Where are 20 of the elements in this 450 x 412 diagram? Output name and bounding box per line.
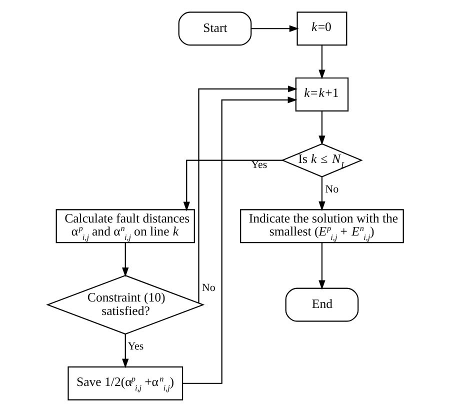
node-box: End: [284, 288, 358, 322]
arrow: [318, 45, 325, 80]
edge-label: Yes: [250, 159, 267, 172]
arrow: [318, 176, 325, 211]
arrow: [182, 160, 282, 212]
arrow: [318, 242, 325, 290]
arrow: [122, 242, 128, 278]
node-box: Indicate the solution with the smallest (E$^{p}$$_{i,j}$ + E$^{n}$$_{i,j}$): [240, 209, 404, 244]
node-box: Save 1/2(α$^{p}$$_{i,j}$ +α$^{n}$$_{i,j}$): [67, 366, 183, 400]
node-box: k=k+1: [294, 77, 348, 112]
node-box: Start: [178, 12, 252, 46]
edge-label: No: [324, 183, 338, 196]
arrow: [182, 96, 297, 384]
node-box: k=0: [296, 12, 347, 46]
edge-label: Yes: [127, 340, 144, 352]
arrow: [318, 111, 325, 146]
arrow: [122, 334, 128, 368]
node-box: Calculate fault distances α$^{p}$$_{i,j}$ and α$^{n}$$_{i,j}$ on line k: [55, 209, 194, 244]
arrow: [250, 25, 298, 32]
arrow: [198, 86, 297, 303]
